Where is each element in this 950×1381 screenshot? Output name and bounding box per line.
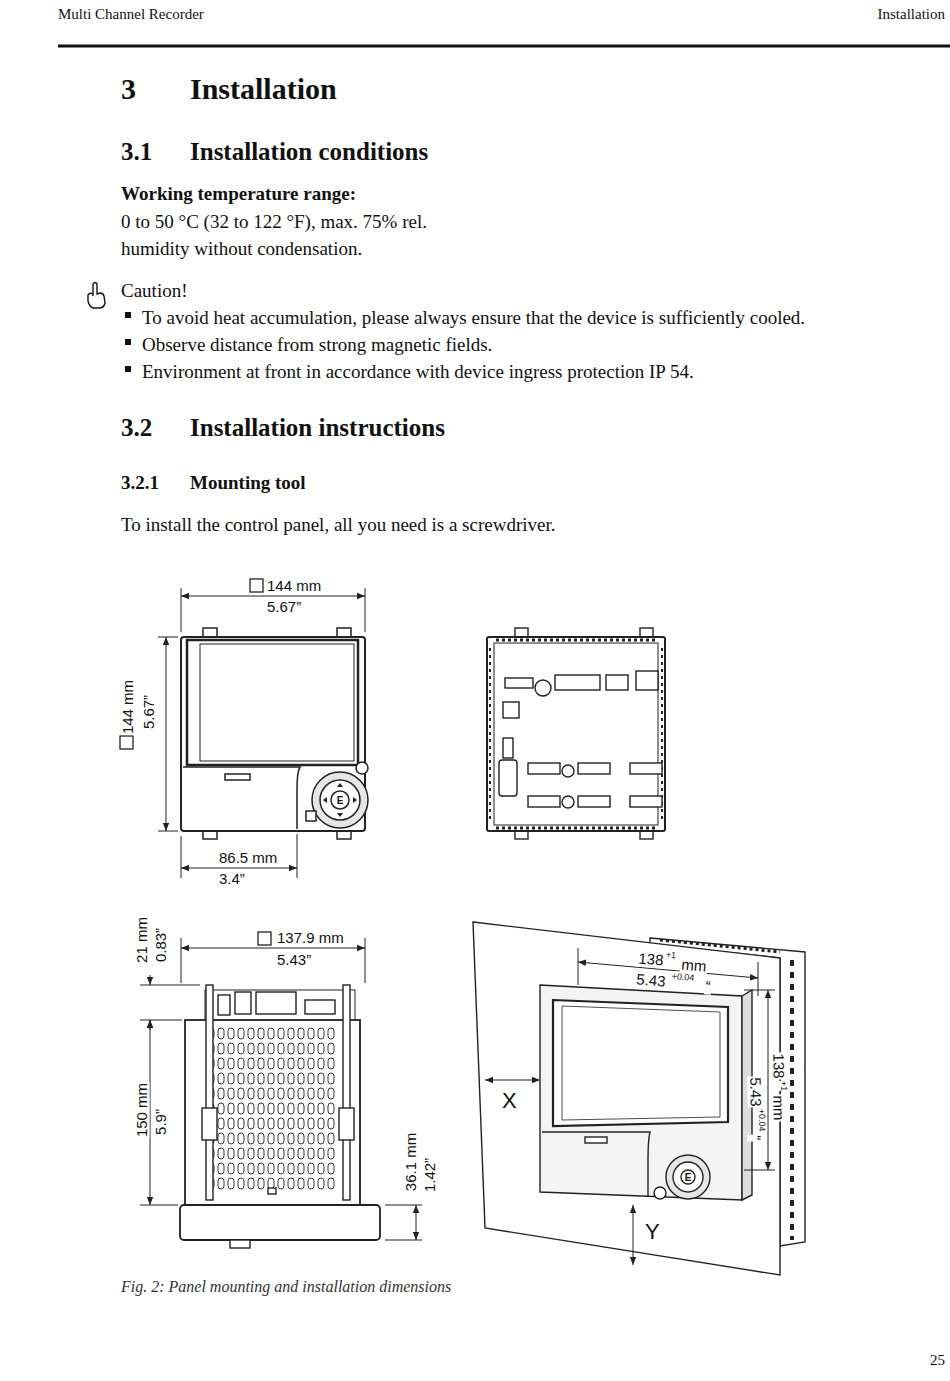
header-rule xyxy=(58,45,950,48)
dimension-label: 144 mm xyxy=(266,577,322,594)
body-text: 0 to 50 °C (32 to 122 °F), max. 75% rel.… xyxy=(121,208,496,262)
tolerance-label: +1 xyxy=(665,950,676,961)
subsection-number: 3.2.1 xyxy=(121,472,159,494)
dimension-label: 0.83” xyxy=(152,927,169,963)
dimension-label: 5.67” xyxy=(266,598,302,615)
running-header: Multi Channel Recorder xyxy=(58,6,204,23)
dimension-label: “ xyxy=(704,977,712,995)
bullet-text: To avoid heat accumulation, please alway… xyxy=(142,304,805,331)
bullet-text: Environment at front in accordance with … xyxy=(142,358,694,385)
dimension-label: 21 mm xyxy=(133,916,150,964)
caution-hand-icon xyxy=(88,283,105,309)
dimension-label: 138 xyxy=(770,1052,787,1079)
front-dimensions xyxy=(120,579,365,878)
dimension-label: “ xyxy=(747,1134,764,1141)
tolerance-label: +0.04 xyxy=(671,971,695,983)
bullet xyxy=(125,339,131,345)
dimension-label: 1.42” xyxy=(421,1157,438,1193)
dimension-label: 137.9 mm xyxy=(276,929,345,946)
running-header: Installation xyxy=(878,6,946,23)
section-heading: Installation conditions xyxy=(190,138,428,166)
bullet-text: Observe distance from strong magnetic fi… xyxy=(142,331,492,358)
dimension-label: mm xyxy=(770,1094,787,1121)
tolerance-label: +0.04 xyxy=(757,1109,767,1132)
section-heading: Installation instructions xyxy=(190,414,445,442)
dimension-label: 150 mm xyxy=(133,1082,150,1138)
tolerance-label: +1 xyxy=(779,1081,789,1091)
key-label: E xyxy=(685,1172,692,1183)
bullet xyxy=(125,366,131,372)
axis-label: X xyxy=(500,1088,519,1114)
chapter-title: Installation xyxy=(190,72,337,106)
back-view xyxy=(487,628,665,839)
dimension-label: 5.43 xyxy=(635,970,668,990)
side-dimensions xyxy=(140,932,422,1240)
panel-mounting-view xyxy=(473,922,805,1275)
dimension-label: 3.4” xyxy=(218,870,246,887)
figure-caption: Fig. 2: Panel mounting and installation … xyxy=(121,1278,451,1296)
dimension-label: 5.43” xyxy=(276,951,312,968)
axis-label: Y xyxy=(643,1219,662,1245)
subheading: Working temperature range: xyxy=(121,183,356,205)
side-view xyxy=(180,985,380,1248)
chapter-number: 3 xyxy=(121,72,136,106)
caution-label: Caution! xyxy=(121,277,188,304)
body-text: To install the control panel, all you ne… xyxy=(121,511,556,538)
dimension-label: 36.1 mm xyxy=(402,1132,419,1192)
front-view xyxy=(181,628,368,839)
dimension-label: 5.67” xyxy=(140,694,157,730)
subsection-heading: Mounting tool xyxy=(190,472,306,494)
dimension-label: 138 xyxy=(637,949,665,968)
dimension-label: 144 mm xyxy=(119,679,136,735)
section-number: 3.1 xyxy=(121,138,152,166)
panel-cutout-dimensions xyxy=(485,948,775,1265)
dimension-label: 86.5 mm xyxy=(218,849,278,866)
key-label: E xyxy=(337,795,344,806)
bullet xyxy=(125,312,131,318)
page-number: 25 xyxy=(930,1352,945,1369)
dimension-label: 5.9” xyxy=(152,1108,169,1136)
section-number: 3.2 xyxy=(121,414,152,442)
dimension-label: 5.43 xyxy=(747,1076,765,1107)
